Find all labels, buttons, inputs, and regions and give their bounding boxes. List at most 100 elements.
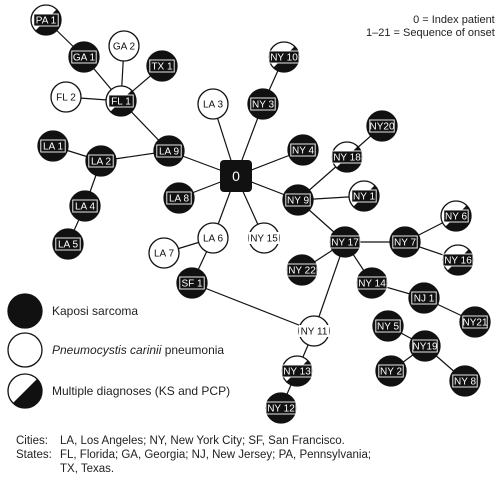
node-label-LA5: LA 5 bbox=[58, 240, 78, 251]
legend-mix-label: Multiple diagnoses (KS and PCP) bbox=[52, 384, 231, 398]
node-NY21: NY21 bbox=[459, 306, 491, 338]
legend-ks-icon bbox=[7, 293, 43, 329]
node-label-NY12: NY 12 bbox=[267, 404, 295, 415]
node-label-GA2: GA 2 bbox=[113, 42, 136, 53]
node-NY17: NY 17 bbox=[329, 226, 361, 258]
footer-notes: Cities: LA, Los Angeles; NY, New York Ci… bbox=[16, 434, 371, 476]
node-label-NY1: NY 1 bbox=[353, 192, 375, 203]
node-GA2: GA 2 bbox=[108, 30, 140, 62]
node-NY13: NY 13 bbox=[281, 355, 313, 387]
node-label-NY14: NY 14 bbox=[358, 279, 386, 290]
legend-pcp-italic: Pneumocystis carinii bbox=[52, 343, 162, 357]
edge-NY17-NY11 bbox=[313, 241, 346, 332]
legend-ks-label: Kaposi sarcoma bbox=[52, 304, 139, 318]
node-NY7: NY 7 bbox=[389, 226, 421, 258]
node-LA6: LA 6 bbox=[197, 222, 229, 254]
node-label-NY13: NY 13 bbox=[283, 367, 311, 378]
node-NY4: NY 4 bbox=[287, 134, 319, 166]
node-LA4: LA 4 bbox=[69, 190, 101, 222]
node-label-LA7: LA 7 bbox=[154, 249, 174, 260]
node-label-NY22: NY 22 bbox=[288, 266, 316, 277]
node-FL1: FL 1 bbox=[105, 85, 137, 117]
node-label-GA1: GA 1 bbox=[73, 53, 96, 64]
node-label-NY8: NY 8 bbox=[454, 377, 476, 388]
cities-head: Cities: bbox=[16, 435, 48, 447]
node-GA1: GA 1 bbox=[68, 41, 100, 73]
node-SF1: SF 1 bbox=[176, 267, 208, 299]
node-NY15: NY 15 bbox=[248, 222, 280, 254]
edge-SF1-NY11 bbox=[191, 282, 315, 332]
node-label-NY3a: NY 3 bbox=[252, 100, 274, 111]
node-label-NY9: NY 9 bbox=[287, 196, 309, 207]
node-NY3a: NY 3 bbox=[247, 88, 279, 120]
node-label-NY5: NY 5 bbox=[377, 322, 399, 333]
states-body-1: FL, Florida; GA, Georgia; NJ, New Jersey… bbox=[60, 449, 372, 461]
node-NY18: NY 18 bbox=[331, 141, 363, 173]
node-label-PA1: PA 1 bbox=[36, 16, 57, 27]
states-head: States: bbox=[16, 449, 52, 461]
node-label-TX1: TX 1 bbox=[151, 62, 173, 73]
node-NY20: NY20 bbox=[366, 110, 398, 142]
node-FL2: FL 2 bbox=[50, 81, 82, 113]
top-key: 0 = Index patient 1–21 = Sequence of ons… bbox=[366, 14, 495, 40]
node-LA3: LA 3 bbox=[197, 88, 229, 120]
node-label-NY10: NY 10 bbox=[270, 53, 298, 64]
node-label-NJ1: NJ 1 bbox=[414, 294, 435, 305]
node-LA2: LA 2 bbox=[85, 145, 117, 177]
node-LA1: LA 1 bbox=[37, 130, 69, 162]
cities-body: LA, Los Angeles; NY, New York City; SF, … bbox=[60, 435, 345, 447]
node-label-LA1: LA 1 bbox=[43, 142, 63, 153]
node-label-FL2: FL 2 bbox=[56, 93, 76, 104]
states-body-2: TX, Texas. bbox=[60, 463, 115, 475]
node-LA7: LA 7 bbox=[148, 237, 180, 269]
index-key-text: 0 = Index patient bbox=[413, 14, 495, 26]
node-NY1: NY 1 bbox=[348, 180, 380, 212]
node-label-LA3: LA 3 bbox=[203, 100, 223, 111]
node-label-NY18: NY 18 bbox=[333, 153, 361, 164]
node-label-NY2: NY 2 bbox=[380, 367, 402, 378]
node-NY9: NY 9 bbox=[282, 184, 314, 216]
node-label-NY11: NY 11 bbox=[301, 327, 328, 338]
legend-mix-icon bbox=[7, 373, 43, 409]
node-label-SF1: SF 1 bbox=[181, 279, 203, 290]
node-NY19: NY19 bbox=[409, 330, 441, 362]
node-label-NY6: NY 6 bbox=[445, 212, 467, 223]
node-label-NY16: NY 16 bbox=[444, 256, 472, 267]
node-0: 0 bbox=[220, 160, 252, 192]
node-label-NY19: NY19 bbox=[412, 342, 437, 353]
node-NY6: NY 6 bbox=[440, 200, 472, 232]
node-label-FL1: FL 1 bbox=[111, 97, 131, 108]
node-label-0: 0 bbox=[232, 168, 240, 184]
node-label-NY7: NY 7 bbox=[394, 238, 416, 249]
node-NY5: NY 5 bbox=[372, 310, 404, 342]
node-NJ1: NJ 1 bbox=[408, 282, 440, 314]
node-LA9: LA 9 bbox=[153, 135, 185, 167]
node-label-LA6: LA 6 bbox=[203, 234, 223, 245]
node-label-NY20: NY20 bbox=[369, 122, 394, 133]
node-LA8: LA 8 bbox=[163, 182, 195, 214]
node-NY12: NY 12 bbox=[265, 392, 297, 424]
node-NY8: NY 8 bbox=[449, 365, 481, 397]
node-NY10: NY 10 bbox=[268, 41, 300, 73]
legend-pcp-rest: pneumonia bbox=[161, 343, 225, 357]
sequence-key-text: 1–21 = Sequence of onset bbox=[366, 27, 495, 39]
node-label-LA4: LA 4 bbox=[75, 202, 95, 213]
node-label-LA2: LA 2 bbox=[91, 157, 111, 168]
node-NY14: NY 14 bbox=[356, 267, 388, 299]
node-label-NY4: NY 4 bbox=[292, 146, 314, 157]
node-label-NY17: NY 17 bbox=[331, 238, 359, 249]
node-label-LA9: LA 9 bbox=[159, 147, 179, 158]
node-TX1: TX 1 bbox=[146, 50, 178, 82]
node-label-NY15: NY 15 bbox=[250, 234, 278, 245]
node-NY2: NY 2 bbox=[375, 355, 407, 387]
node-NY11: NY 11 bbox=[298, 315, 330, 347]
node-PA1: PA 1 bbox=[30, 4, 62, 36]
legend-pcp-label: Pneumocystis carinii pneumonia bbox=[52, 343, 224, 357]
node-LA5: LA 5 bbox=[52, 228, 84, 260]
legend-icons bbox=[7, 293, 43, 409]
legend-pcp-icon bbox=[7, 332, 43, 368]
node-NY16: NY 16 bbox=[442, 244, 474, 276]
node-NY22: NY 22 bbox=[286, 254, 318, 286]
node-group: 0 PA 1 GA 1 GA 2 TX 1 FL 2 FL 1 LA 9 NY 3 NY 10 LA… bbox=[30, 4, 491, 424]
